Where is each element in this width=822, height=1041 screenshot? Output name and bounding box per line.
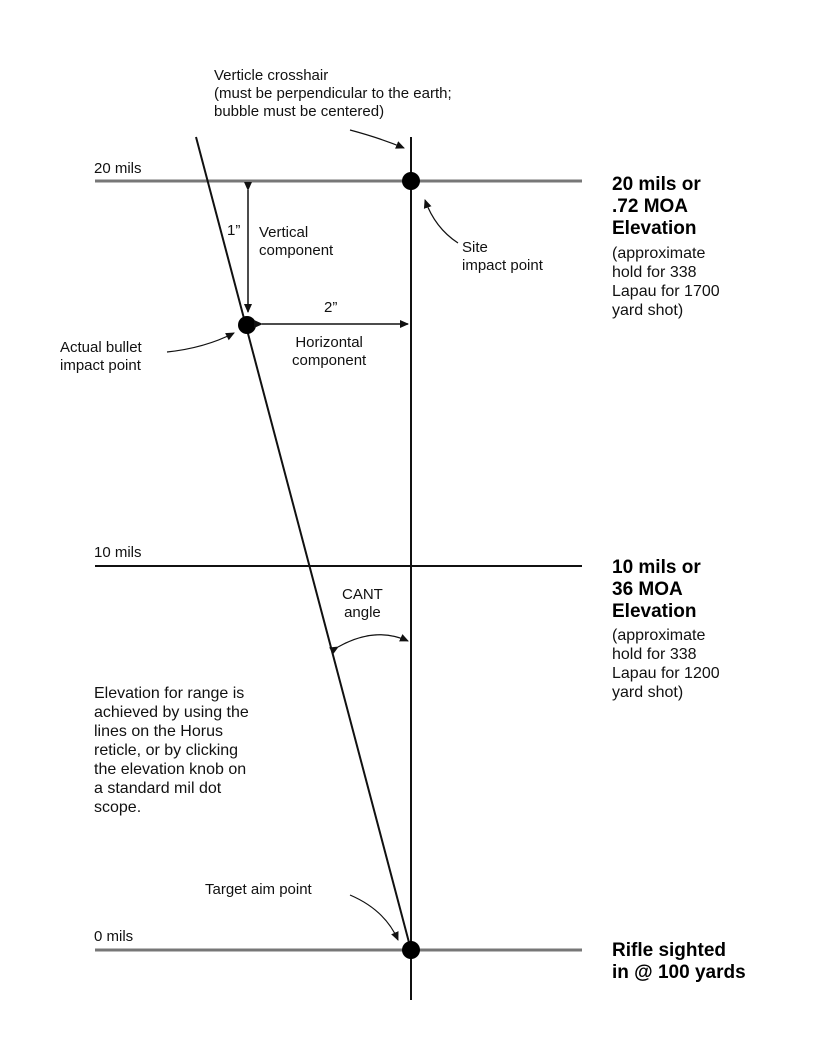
right-20-detail: (approximate hold for 338 Lapau for 1700… xyxy=(612,245,720,319)
site-impact-leader xyxy=(423,199,459,244)
target-aim-dot xyxy=(402,941,420,959)
canted-reticle-line xyxy=(195,136,412,951)
horizontal-component-label: Horizontal component xyxy=(292,334,367,369)
site-impact-label: Site impact point xyxy=(462,239,543,274)
vertical-measure-label: 1” xyxy=(227,222,241,239)
label-0-mils: 0 mils xyxy=(94,928,134,945)
actual-impact-label: Actual bullet impact point xyxy=(60,339,142,374)
site-impact-dot xyxy=(402,172,420,190)
actual-impact-leader xyxy=(166,332,235,353)
label-10-mils: 10 mils xyxy=(94,544,142,561)
label-20-mils: 20 mils xyxy=(94,160,142,177)
right-10-detail: (approximate hold for 338 Lapau for 1200… xyxy=(612,627,720,701)
horizontal-measure-label: 2” xyxy=(324,299,338,316)
target-aim-leader xyxy=(349,894,399,941)
right-10-title: 10 mils or 36 MOA Elevation xyxy=(612,557,701,622)
cant-angle-arc xyxy=(329,634,409,655)
cant-angle-label: CANT angle xyxy=(342,586,383,621)
elevation-explanation: Elevation for range is achieved by using… xyxy=(94,685,249,816)
crosshair-leader xyxy=(349,129,405,149)
actual-impact-dot xyxy=(238,316,256,334)
right-0-title: Rifle sighted in @ 100 yards xyxy=(612,940,746,983)
vertical-component-label: Vertical component xyxy=(259,224,334,259)
right-20-title: 20 mils or .72 MOA Elevation xyxy=(612,174,701,239)
target-aim-label: Target aim point xyxy=(205,881,312,898)
crosshair-note: Verticle crosshair (must be perpendicula… xyxy=(214,67,452,120)
